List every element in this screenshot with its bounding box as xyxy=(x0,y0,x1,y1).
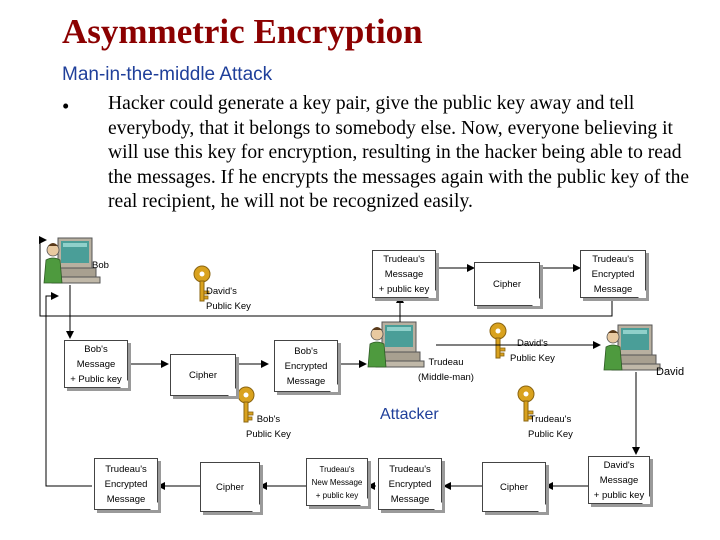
trudeau-encrypted-text: Trudeau's Encrypted Message xyxy=(591,253,635,295)
trudeau-new-message-box: Trudeau's New Message + public key xyxy=(306,458,368,506)
key-icon xyxy=(489,322,507,359)
bullet-marker: • xyxy=(62,94,70,118)
cipher-box: Cipher xyxy=(170,354,236,396)
key-label-trudeaus: Trudeau's Public Key xyxy=(528,414,573,440)
trudeau-label: Trudeau (Middle-man) xyxy=(418,357,474,383)
trudeau-encrypted-box: Trudeau's Encrypted Message xyxy=(378,458,442,510)
trudeau-new-message-text: Trudeau's New Message + public key xyxy=(311,464,363,500)
key-label-bobs: Bob's Public Key xyxy=(246,414,291,440)
cipher-box: Cipher xyxy=(474,262,540,306)
bobs-message-box: Bob's Message + Public key xyxy=(64,340,128,388)
attacker-label: Attacker xyxy=(380,406,439,423)
trudeau-encrypted-box: Trudeau's Encrypted Message xyxy=(94,458,158,510)
cipher-box: Cipher xyxy=(482,462,546,512)
cipher-text: Cipher xyxy=(493,278,521,290)
trudeau-message-text: Trudeau's Message + public key xyxy=(378,253,430,295)
bob-label: Bob xyxy=(92,260,109,271)
cipher-text: Cipher xyxy=(216,481,244,493)
key-label-davids-mid: David's Public Key xyxy=(510,338,555,364)
davids-message-text: David's Message + public key xyxy=(593,459,645,501)
slide-subtitle: Man-in-the-middle Attack xyxy=(62,64,273,85)
trudeau-computer-icon xyxy=(367,321,425,368)
david-computer-icon xyxy=(603,324,661,371)
bobs-encrypted-box: Bob's Encrypted Message xyxy=(274,340,338,392)
bobs-message-text: Bob's Message + Public key xyxy=(70,343,122,385)
cipher-box: Cipher xyxy=(200,462,260,512)
trudeau-encrypted-box: Trudeau's Encrypted Message xyxy=(580,250,646,298)
slide-title: Asymmetric Encryption xyxy=(62,12,423,51)
cipher-text: Cipher xyxy=(500,481,528,493)
david-label: David xyxy=(656,366,685,378)
trudeau-encrypted-text: Trudeau's Encrypted Message xyxy=(388,463,432,505)
key-label-davids-top: David's Public Key xyxy=(206,286,251,312)
bullet-text: Hacker could generate a key pair, give t… xyxy=(108,93,690,212)
cipher-text: Cipher xyxy=(189,369,217,381)
trudeau-message-box: Trudeau's Message + public key xyxy=(372,250,436,298)
bobs-encrypted-text: Bob's Encrypted Message xyxy=(284,345,328,387)
davids-message-box: David's Message + public key xyxy=(588,456,650,504)
trudeau-encrypted-text: Trudeau's Encrypted Message xyxy=(104,463,148,505)
